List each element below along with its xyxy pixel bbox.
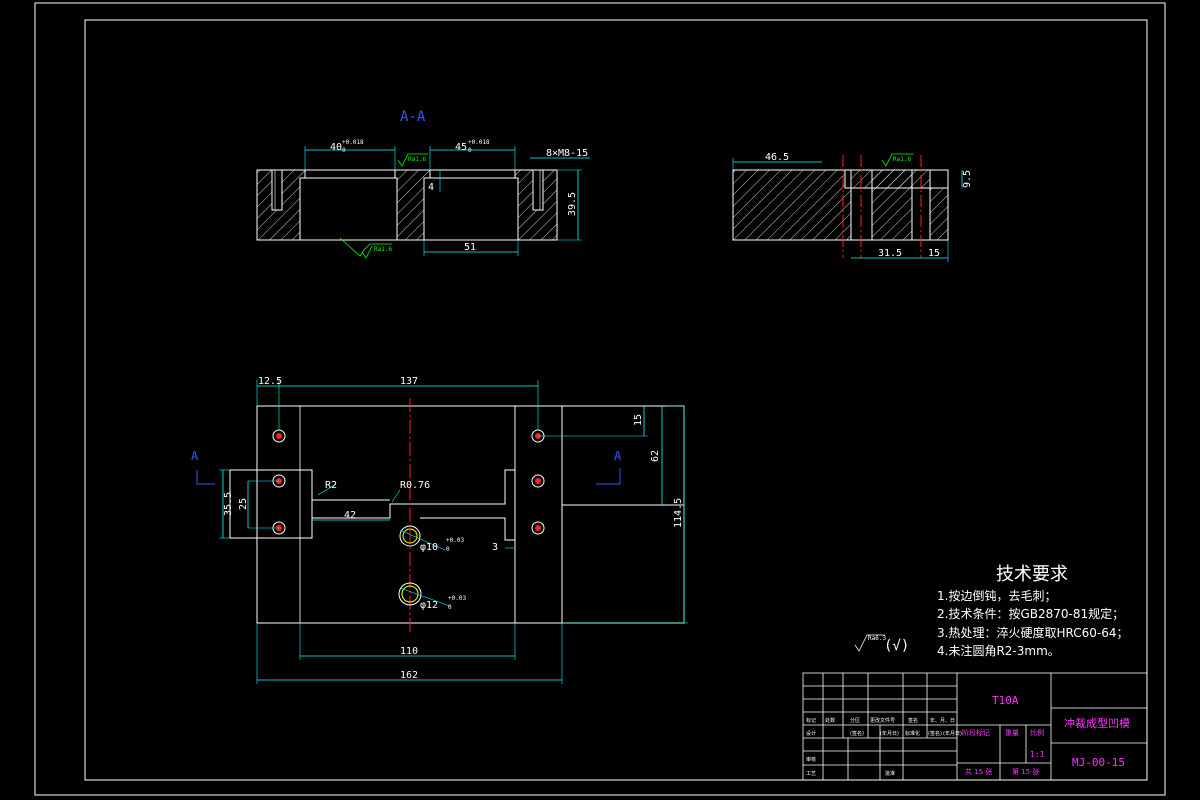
tech-item-4: 4.未注圆角R2-3mm。 xyxy=(937,643,1060,658)
sub-40: 0 xyxy=(342,147,346,154)
roughness-note: Ra6.3 (√) xyxy=(854,634,909,654)
tb-h6: 年、月、日 xyxy=(930,717,955,724)
tb-h1: 标记 xyxy=(806,717,816,724)
tol-45: +0.018 xyxy=(468,139,490,146)
phi10-sub: 0 xyxy=(446,546,450,553)
phi10: φ10 xyxy=(420,542,438,553)
tech-title: 技术要求 xyxy=(996,564,1068,585)
dim-114: 114.5 xyxy=(673,498,684,528)
tech-item-2: 2.技术条件：按GB2870-81规定； xyxy=(937,606,1124,621)
tech-requirements: 技术要求 1.按边倒钝，去毛刺； 2.技术条件：按GB2870-81规定； 3.… xyxy=(937,564,1128,658)
title-block xyxy=(802,672,1148,781)
tb-r1: 设计 xyxy=(806,730,816,737)
sheet: 第 15 张 xyxy=(1012,767,1039,776)
section-label: A-A xyxy=(400,109,426,125)
dim-51: 51 xyxy=(464,242,476,253)
dim-46: 46.5 xyxy=(765,152,789,163)
tb-r3b: 批准 xyxy=(885,770,895,777)
outer-frame xyxy=(34,2,1166,796)
dim-42: 42 xyxy=(344,510,356,521)
rough-note-symbol: Ra6.3 xyxy=(868,635,886,642)
tech-item-1: 1.按边倒钝，去毛刺； xyxy=(937,589,1056,603)
inner-frame xyxy=(84,19,1148,781)
dim-31: 31.5 xyxy=(878,248,902,259)
dim-holes: 8×M8-15 xyxy=(546,148,588,159)
sheets: 共 15 张 xyxy=(965,767,992,776)
sub-45: 0 xyxy=(468,147,472,154)
dim-40: 40 xyxy=(330,142,342,153)
dim-12: 12.5 xyxy=(258,376,282,387)
dim-35: 35.5 xyxy=(223,492,234,516)
tech-item-3: 3.热处理：淬火硬度取HRC60-64； xyxy=(937,625,1128,640)
tb-r1e: (签名) xyxy=(928,730,942,737)
scale-label: 比例 xyxy=(1030,728,1044,737)
side-rough: Ra1.6 xyxy=(893,156,911,163)
weight-label: 重量 xyxy=(1005,729,1019,737)
title-block-text: T10A 冲裁成型凹模 MJ-00-15 1:1 阶段标记 重量 比例 共 15… xyxy=(806,694,1130,777)
section-view: A-A 40 +0.018 0 45 +0.018 0 8×M8-15 4 3 xyxy=(256,109,590,259)
drawing-no: MJ-00-15 xyxy=(1072,756,1125,769)
tb-r3: 工艺 xyxy=(806,771,816,777)
rough-top: Ra1.6 xyxy=(408,156,426,163)
r2: R2 xyxy=(325,480,337,491)
rough-note-suffix: (√) xyxy=(884,638,909,654)
dim-depth: 4 xyxy=(428,182,434,193)
tb-r1f: (年月日) xyxy=(943,730,962,737)
dim-45: 45 xyxy=(455,142,467,153)
part-name: 冲裁成型凹模 xyxy=(1064,716,1130,730)
side-dim-15: 15 xyxy=(928,248,940,259)
cut-right: A xyxy=(614,449,622,463)
tb-h3: 分区 xyxy=(850,717,860,724)
dim-height: 39.5 xyxy=(567,192,578,216)
stage-label: 阶段标记 xyxy=(962,728,990,737)
plan-view: 12.5 137 15 62 114.5 35.5 25 42 R2 R0.76… xyxy=(191,376,688,684)
tb-r1d: 标准化 xyxy=(905,730,920,737)
rough-bottom: Ra1.6 xyxy=(374,246,392,253)
tol-40: +0.018 xyxy=(342,139,364,146)
tb-r2: 审核 xyxy=(806,756,816,763)
tb-r1c: (年月日) xyxy=(880,730,899,737)
material: T10A xyxy=(992,694,1019,707)
cut-left: A xyxy=(191,449,199,463)
dim-25: 25 xyxy=(238,498,249,510)
dim-110: 110 xyxy=(400,646,418,657)
plan-dim-15: 15 xyxy=(633,414,644,426)
phi12-sub: 0 xyxy=(448,604,452,611)
dim-9: 9.5 xyxy=(962,170,973,188)
scale: 1:1 xyxy=(1030,750,1045,759)
dim-162: 162 xyxy=(400,670,418,681)
phi10-tol: +0.03 xyxy=(446,537,464,544)
dim-137: 137 xyxy=(400,376,418,387)
phi12-tol: +0.03 xyxy=(448,595,466,602)
tb-h4: 更改文件号 xyxy=(870,717,895,724)
tb-r1b: (签名) xyxy=(850,730,864,737)
phi12: φ12 xyxy=(420,600,438,611)
tb-h5: 签名 xyxy=(908,717,918,724)
side-view: 46.5 Ra1.6 9.5 31.5 15 xyxy=(732,152,973,262)
dim-62: 62 xyxy=(650,450,661,462)
dim-3: 3 xyxy=(492,542,498,553)
r076: R0.76 xyxy=(400,480,430,491)
tb-h2: 处数 xyxy=(825,717,835,724)
